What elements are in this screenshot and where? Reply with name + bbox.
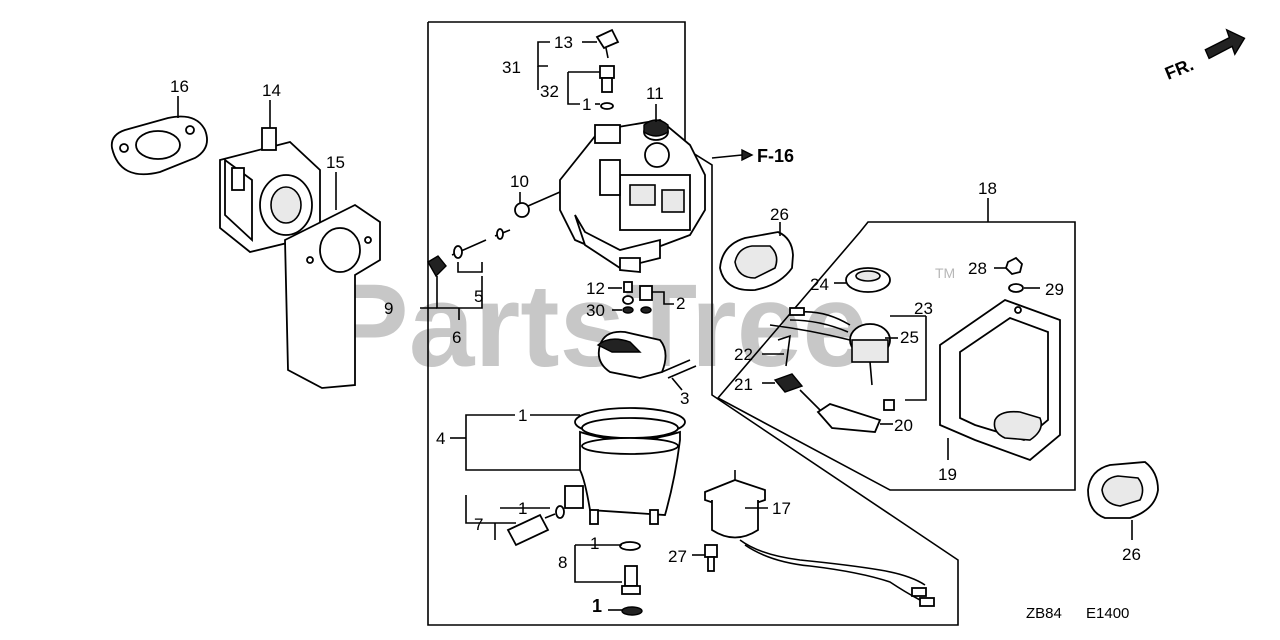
- part-26-gasket-lower: [1087, 461, 1159, 519]
- callout-12: 12: [586, 279, 605, 298]
- part-9-knob: [427, 255, 447, 278]
- callout-23: 23: [914, 299, 933, 318]
- callout-1-drain: 1: [518, 499, 527, 518]
- part-2-jet: [639, 285, 653, 314]
- callout-22: 22: [734, 345, 753, 364]
- callout-20: 20: [894, 416, 913, 435]
- callout-31: 31: [502, 58, 521, 77]
- callout-14: 14: [262, 81, 281, 100]
- bracket-23: [905, 316, 927, 401]
- callout-26-upper: 26: [770, 205, 789, 224]
- callout-7: 7: [474, 515, 483, 534]
- bracket-8: [574, 545, 622, 583]
- callout-6: 6: [452, 328, 461, 347]
- f16-arrow-line: [711, 154, 743, 159]
- callout-3: 3: [680, 389, 689, 408]
- callout-27: 27: [668, 547, 687, 566]
- part-10-screw: [514, 191, 561, 218]
- part-19-cover: [939, 298, 1061, 462]
- callout-19: 19: [938, 465, 957, 484]
- callout-18: 18: [978, 179, 997, 198]
- bracket-2: [652, 291, 674, 305]
- leader-3: [671, 377, 683, 391]
- part-22-pin: [777, 334, 791, 367]
- part-7-drain-screw: [506, 505, 565, 547]
- part-8-bolt: [619, 541, 643, 616]
- callout-13: 13: [554, 33, 573, 52]
- callout-32: 32: [540, 82, 559, 101]
- part-1-oring-top: [600, 102, 614, 110]
- part-20-lever: [799, 389, 895, 433]
- callout-1-bottom: 1: [592, 596, 602, 616]
- main-group-boundary: [427, 21, 959, 626]
- diagram-code-left: ZB84: [1026, 605, 1062, 622]
- callout-5: 5: [474, 287, 483, 306]
- callout-17: 17: [772, 499, 791, 518]
- part-16-gasket: [110, 115, 208, 176]
- direction-label: FR.: [1162, 54, 1196, 83]
- part-4-float-chamber: [564, 407, 686, 525]
- part-21-clip: [773, 373, 804, 393]
- bracket-4-upper: [465, 414, 515, 438]
- part-25-choke-assembly: [769, 307, 891, 386]
- part-3-float: [596, 330, 697, 379]
- part-5-screw: [451, 228, 511, 259]
- callout-10: 10: [510, 172, 529, 191]
- callout-2: 2: [676, 294, 685, 313]
- part-15-plate: [284, 203, 381, 389]
- callout-1-top: 1: [582, 95, 591, 114]
- part-24-element: [845, 267, 891, 293]
- callout-30: 30: [586, 301, 605, 320]
- part-27-screw: [704, 544, 718, 572]
- callout-29: 29: [1045, 280, 1064, 299]
- part-14-insulator: [219, 127, 321, 253]
- callout-4: 4: [436, 429, 445, 448]
- callout-1-chamber: 1: [518, 406, 527, 425]
- callout-1-bolt: 1: [590, 534, 599, 553]
- callout-15: 15: [326, 153, 345, 172]
- bracket-5: [457, 262, 483, 273]
- callout-21: 21: [734, 375, 753, 394]
- callout-25: 25: [900, 328, 919, 347]
- callout-26-lower: 26: [1122, 545, 1141, 564]
- diagram-code-right: E1400: [1086, 605, 1129, 622]
- callout-9: 9: [384, 299, 393, 318]
- part-26-gasket-upper: [719, 231, 794, 291]
- part-11-cap: [643, 119, 669, 141]
- part-29-washer: [1008, 283, 1024, 293]
- part-13-valve: [595, 28, 620, 59]
- bracket-32: [567, 72, 580, 105]
- reference-label: F-16: [757, 146, 794, 166]
- callout-24: 24: [810, 275, 829, 294]
- part-32-jet: [599, 65, 615, 93]
- watermark-trademark: TM: [935, 265, 955, 281]
- callout-11: 11: [646, 84, 664, 103]
- front-direction-arrow: [1204, 28, 1246, 60]
- f16-arrow-head: [741, 148, 754, 162]
- part-28-nut: [1004, 256, 1023, 275]
- part-17-solenoid: [704, 470, 935, 607]
- part-12-jet: [622, 281, 634, 314]
- bracket-7: [465, 495, 516, 524]
- carburetor-body: [559, 119, 706, 273]
- air-cleaner-group-boundary: [716, 221, 1076, 491]
- callout-16: 16: [170, 77, 189, 96]
- callout-8: 8: [558, 553, 567, 572]
- bracket-4-lower: [465, 438, 580, 471]
- callout-28: 28: [968, 259, 987, 278]
- bracket-31: [537, 41, 550, 67]
